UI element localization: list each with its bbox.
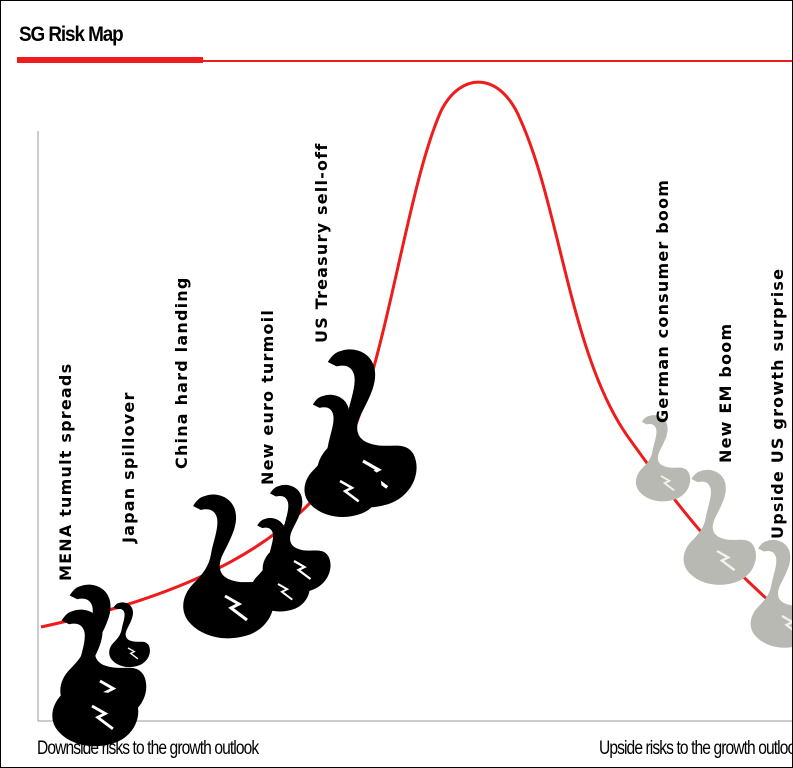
swan-wing-highlight-us-treasury-sell-off-2 [339,479,360,503]
risk-label-mena-tumult-spreads: MENA tumult spreads [56,363,75,581]
risk-label-china-hard-landing: China hard landing [172,276,191,469]
title-underline-thick [17,57,203,63]
title-underline-thin [201,60,792,62]
swan-wing-highlight-upside-us-growth-surprise [781,615,792,631]
swan-group [52,349,792,747]
swan-wing-highlight-china-hard-landing [224,594,248,622]
downside-axis-label: Downside risks to the growth outlook [37,738,259,759]
swan-wing-highlight-japan-spillover [127,647,139,660]
swan-wing-highlight-german-consumer-boom [660,475,675,492]
swan-wing-highlight-new-em-boom [716,549,736,572]
swan-wing-highlight-new-euro-turmoil-2 [277,583,293,601]
risk-label-japan-spillover: Japan spillover [119,391,138,544]
risk-label-us-treasury-sell-off: US Treasury sell-off [312,143,331,343]
downside-swan-icon-japan-spillover [109,602,150,668]
risk-label-new-euro-turmoil: New euro turmoil [258,309,277,485]
risk-label-new-em-boom: New EM boom [716,323,735,463]
swan-wing-highlight-mena-tumult-spreads-2 [91,704,114,730]
upside-swan-icon-new-em-boom [683,469,756,585]
risk-label-upside-us-growth-surprise: Upside US growth surprise [768,268,787,539]
risk-distribution-curve [40,80,792,629]
downside-swan-icon-china-hard-landing [183,494,274,639]
risk-label-group: MENA tumult spreads Japan spillover China … [56,143,787,581]
risk-label-german-consumer-boom: German consumer boom [653,179,672,423]
figure-title: SG Risk Map [19,23,124,46]
upside-axis-label: Upside risks to the growth outlook [599,738,793,759]
upside-swan-icon-upside-us-growth-surprise [750,539,792,648]
swan-wing-highlight-new-euro-turmoil [293,560,312,580]
